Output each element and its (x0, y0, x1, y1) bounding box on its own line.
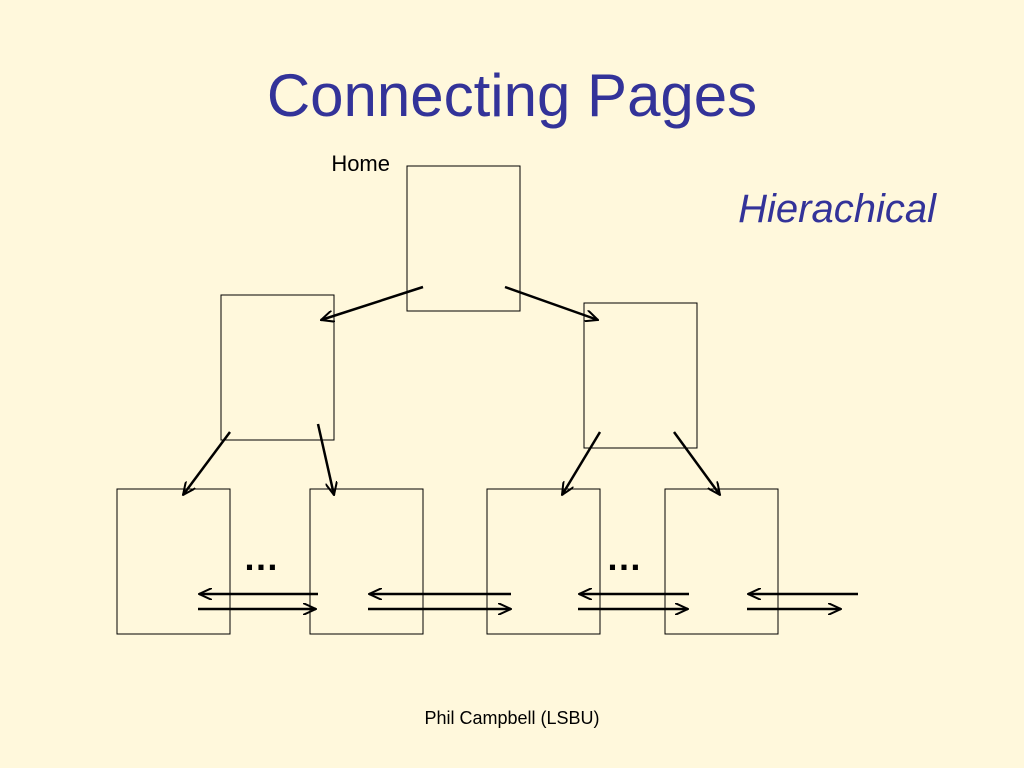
arrow-right-to-leaf4 (672, 431, 720, 495)
slide-title: Connecting Pages (266, 62, 758, 129)
node-level1-left (220, 294, 335, 441)
arrow-home-to-right (504, 285, 598, 320)
node-leaf-1 (116, 488, 231, 635)
home-label: Home (331, 151, 390, 176)
ellipsis-right: … (606, 537, 646, 578)
node-leaf-4 (664, 488, 779, 635)
footer-credit: Phil Campbell (LSBU) (424, 708, 600, 728)
arrow-right-to-leaf3 (562, 431, 602, 495)
node-leaf-2 (309, 488, 424, 635)
node-home (406, 165, 521, 312)
arrow-left-to-leaf2 (316, 423, 334, 495)
node-level1-right (583, 302, 698, 449)
arrow-home-to-left (321, 285, 424, 320)
node-leaf-3 (486, 488, 601, 635)
ellipsis-left: … (243, 537, 283, 578)
diagram-type-label: Hierachical (738, 187, 936, 231)
arrow-left-to-leaf1 (183, 431, 232, 495)
